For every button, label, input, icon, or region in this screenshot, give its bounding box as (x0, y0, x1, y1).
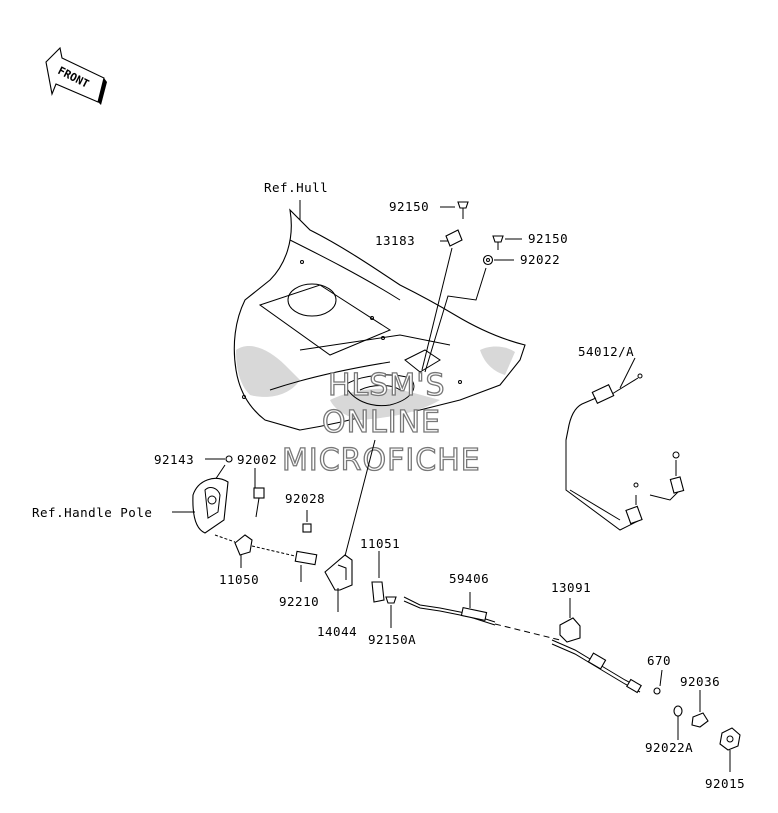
label-92002: 92002 (237, 452, 277, 467)
label-92036: 92036 (680, 674, 720, 689)
front-arrow-icon: FRONT (45, 46, 107, 105)
label-13183: 13183 (375, 233, 415, 248)
label-92150-top: 92150 (389, 199, 429, 214)
label-ref-handle-pole: Ref.Handle Pole (32, 505, 152, 520)
part-92150A (385, 596, 397, 628)
watermark-line2: ONLINE (322, 405, 441, 440)
part-13183 (421, 229, 463, 371)
part-92210 (294, 550, 318, 582)
part-92015 (719, 727, 741, 772)
label-ref-hull: Ref.Hull (264, 180, 328, 195)
part-92143 (205, 455, 233, 481)
label-92143: 92143 (154, 452, 194, 467)
part-14044 (324, 439, 376, 612)
label-11050: 11050 (219, 572, 259, 587)
part-92022 (424, 254, 514, 373)
label-13091: 13091 (551, 580, 591, 595)
hull-drawing (233, 200, 526, 431)
label-59406: 59406 (449, 571, 489, 586)
part-670 (653, 669, 663, 695)
part-92150-top (440, 201, 469, 219)
part-54012-cable (565, 357, 685, 531)
part-92028 (302, 510, 312, 533)
part-92036 (691, 690, 709, 728)
watermark: HLSM'S ONLINE MICROFICHE (281, 367, 481, 478)
label-92028: 92028 (285, 491, 325, 506)
label-92150-right: 92150 (528, 231, 568, 246)
part-92150-right (492, 235, 522, 250)
label-92210: 92210 (279, 594, 319, 609)
part-92002 (253, 468, 265, 518)
label-92022A: 92022A (645, 740, 693, 755)
label-92022: 92022 (520, 252, 560, 267)
label-54012: 54012/A (578, 344, 634, 359)
handle-pole-bracket (172, 477, 229, 534)
label-670: 670 (647, 653, 671, 668)
cable-end (551, 639, 642, 694)
watermark-line3: MICROFICHE (282, 443, 481, 478)
part-92022A (673, 705, 683, 740)
part-13091 (559, 598, 581, 643)
part-11051 (371, 551, 385, 603)
label-11051: 11051 (360, 536, 400, 551)
label-92015: 92015 (705, 776, 745, 791)
part-11050 (214, 534, 296, 568)
label-92150A: 92150A (368, 632, 416, 647)
label-14044: 14044 (317, 624, 357, 639)
part-59406-cable (403, 592, 561, 641)
watermark-line1: HLSM'S (328, 368, 446, 403)
